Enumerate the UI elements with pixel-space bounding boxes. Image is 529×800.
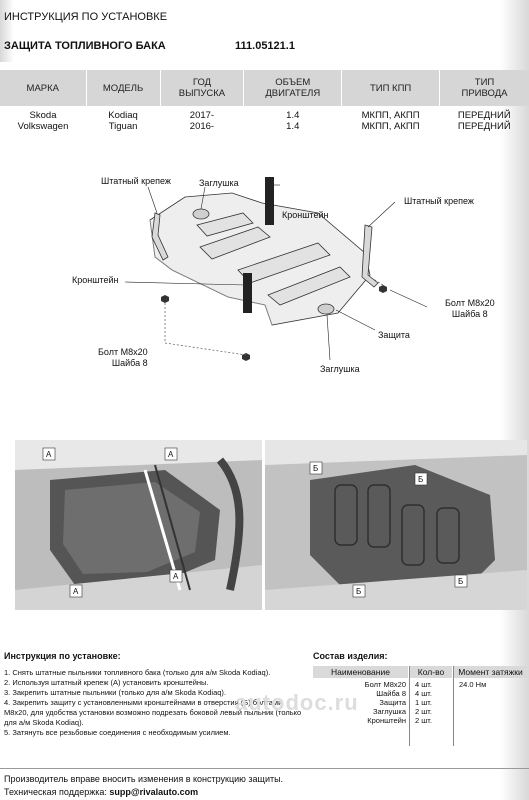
marker-a: A [73,587,79,596]
kit-qty: 4 шт.4 шт.1 шт.2 шт.2 шт. [415,678,451,725]
watermark: autodoc.ru [235,690,359,715]
spec-cell: Kodiaq Tiguan [108,110,138,132]
label-zaglushka-bottom: Заглушка [320,364,360,374]
footer-support: Техническая поддержка: supp@rivalauto.co… [4,787,198,797]
plate-rib [199,226,271,260]
footer-divider [0,768,529,769]
kit-cell: 4 шт. [415,689,432,698]
label-zaglushka-top: Заглушка [199,178,239,188]
instructions-title: Инструкция по установке: [4,651,121,661]
kit-cell: 4 шт. [415,680,432,689]
label-shtatny-right: Штатный крепеж [404,196,474,206]
label-bolt-right: Болт М8х20 Шайба 8 [445,298,495,319]
header-gradient [0,0,14,62]
instruction-step: 5. Затянуть все резьбовые соединения с н… [4,728,231,737]
bolt-icon [242,353,250,361]
spec-col-header: ГОД ВЫПУСКА [160,70,245,106]
spec-row: Skoda Volkswagen Kodiaq Tiguan 2017- 2016-… [0,106,529,133]
kit-cell: Заглушка [372,707,406,716]
bolt-icon [161,295,169,303]
plate-rib [196,212,254,237]
doc-subtitle: ЗАЩИТА ТОПЛИВНОГО БАКА [4,40,166,52]
instruction-step: 4. Закрепить защиту с установленными кро… [4,698,302,727]
installation-diagram [124,177,428,361]
spec-cell: Skoda Volkswagen [17,110,69,132]
kit-cell: Кронштейн [367,716,406,725]
spec-col-header: МОДЕЛЬ [86,70,161,106]
footer-notice: Производитель вправе вносить изменения в… [4,774,284,784]
spec-col-header: ТИП КПП [341,70,441,106]
kit-cell: 2 шт. [415,716,432,725]
marker-b: Б [356,587,361,596]
marker-b: Б [458,577,463,586]
kit-header-name: Наименование [313,666,408,678]
kit-cell: Болт М8х20 [364,680,406,689]
photo-protection-installed: Б Б Б Б [265,440,527,610]
marker-a: A [168,450,174,459]
instruction-step: 2. Используя штатный крепеж (А) установи… [4,678,209,687]
stud-top [265,177,274,225]
support-label: Техническая поддержка: [4,787,107,797]
spec-col-header: МАРКА [0,70,87,106]
stud-bottom [243,273,252,313]
spec-body: Skoda Volkswagen Kodiaq Tiguan 2017- 2016-… [0,106,529,133]
spec-col-header: ОБЪЕМ ДВИГАТЕЛЯ [243,70,343,106]
kit-cell: Защита [379,698,406,707]
plug-icon [317,303,335,315]
bracket-right [361,224,379,288]
support-email[interactable]: supp@rivalauto.com [109,787,199,797]
kit-header-qty: Кол-во [410,666,452,678]
kit-torque: 24.0 Нм [459,678,525,689]
instructions-list: 1. Снять штатные пыльники топливного бак… [4,668,304,738]
kit-cell: 1 шт. [415,698,432,707]
marker-b: Б [418,475,423,484]
label-kronshtein-top: Кронштейн [282,210,329,220]
kit-cell: Шайба 8 [376,689,406,698]
instruction-step: 1. Снять штатные пыльники топливного бак… [4,668,271,677]
kit-table: Наименование Кол-во Момент затяжки Болт … [313,666,527,746]
instruction-step: 3. Закрепить штатные пыльники (только дл… [4,688,226,697]
bracket-left [151,212,169,261]
spec-cell: ПЕРЕДНИЙ ПЕРЕДНИЙ [457,110,511,132]
label-shtatny-left: Штатный крепеж [101,176,171,186]
spec-cell: 1.4 1.4 [286,110,300,132]
marker-a: A [46,450,52,459]
article-code: 111.05121.1 [235,40,295,52]
kit-header-torque: Момент затяжки [454,666,527,678]
plug-icon [192,208,210,220]
label-kronshtein-left: Кронштейн [72,275,119,285]
label-zashchita: Защита [378,330,410,340]
spec-col-header: ТИП ПРИВОДА [439,70,529,106]
kit-cell: 24.0 Нм [459,680,487,689]
marker-b: Б [313,464,318,473]
label-bolt-left: Болт М8х20 Шайба 8 [98,347,148,368]
spec-cell: 2017- 2016- [189,110,215,132]
photo-brackets-installed: A A A A [15,440,262,610]
kit-cell: 2 шт. [415,707,432,716]
kit-title: Состав изделия: [313,651,388,661]
doc-title: ИНСТРУКЦИЯ ПО УСТАНОВКЕ [4,11,168,23]
protection-plate [149,192,371,326]
bolt-icon [379,285,387,293]
spec-cell: МКПП, АКПП МКПП, АКПП [361,110,420,132]
plate-rib [267,266,351,306]
marker-a: A [173,572,179,581]
